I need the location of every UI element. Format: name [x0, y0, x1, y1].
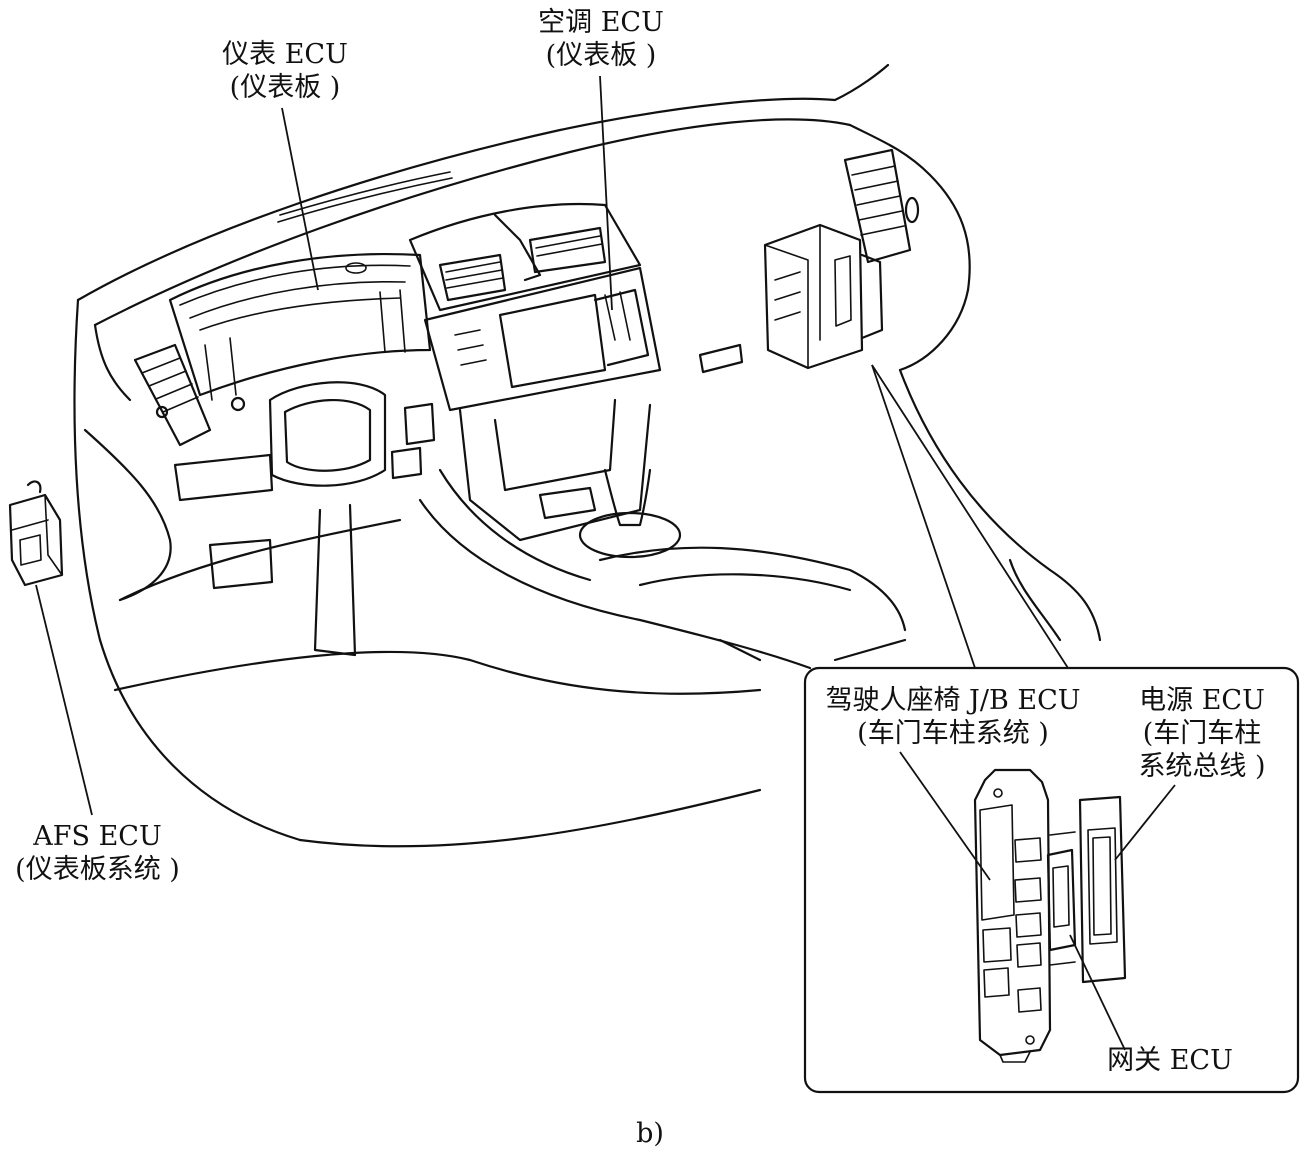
afs-ecu-label: AFS ECU (仪表板系统 ) — [0, 820, 195, 886]
ac-ecu-name: 空调 ECU — [538, 7, 664, 38]
ac-ecu-label: 空调 ECU (仪表板 ) — [526, 6, 676, 72]
gateway-ecu-leader — [1069, 934, 1126, 1051]
gateway-ecu-name: 网关 ECU — [1107, 1045, 1233, 1076]
power-ecu-module — [1078, 795, 1127, 984]
power-ecu-location-2: 系统总线 ) — [1138, 751, 1266, 782]
passenger-vent — [698, 343, 744, 374]
ac-ecu-leader — [599, 75, 613, 311]
power-ecu-name: 电源 ECU — [1139, 685, 1265, 716]
power-ecu-label: 电源 ECU (车门车柱 系统总线 ) — [1122, 684, 1282, 783]
meter-ecu-leader — [281, 107, 319, 291]
meter-ecu-name: 仪表 ECU — [222, 39, 348, 70]
afs-ecu-name: AFS ECU — [33, 821, 162, 852]
power-ecu-leader — [1114, 784, 1176, 861]
seat-jb-ecu-location: (车门车柱系统 ) — [857, 718, 1049, 749]
seat-jb-ecu-label: 驾驶人座椅 J/B ECU (车门车柱系统 ) — [808, 684, 1098, 750]
power-ecu-unit — [763, 223, 884, 370]
afs-ecu-location: (仪表板系统 ) — [15, 854, 180, 885]
afs-ecu-unit — [8, 480, 64, 587]
center-console — [408, 202, 907, 670]
meter-ecu-label: 仪表 ECU (仪表板 ) — [210, 38, 360, 104]
instrument-cluster — [133, 252, 436, 657]
ac-ecu-location: (仪表板 ) — [545, 40, 657, 71]
callout-connector-left — [871, 364, 976, 669]
figure-caption: b) — [636, 1118, 664, 1149]
seat-jb-ecu-name: 驾驶人座椅 J/B ECU — [825, 685, 1081, 716]
callout-box — [803, 666, 1300, 1094]
meter-ecu-location: (仪表板 ) — [229, 72, 341, 103]
seat-jb-ecu-leader — [899, 751, 991, 881]
dashboard-outline — [73, 63, 1102, 848]
gateway-ecu-label: 网关 ECU — [1100, 1044, 1240, 1077]
power-ecu-location-1: (车门车柱 — [1142, 718, 1262, 749]
callout-connector-right — [871, 364, 1069, 669]
afs-ecu-leader — [35, 584, 93, 816]
